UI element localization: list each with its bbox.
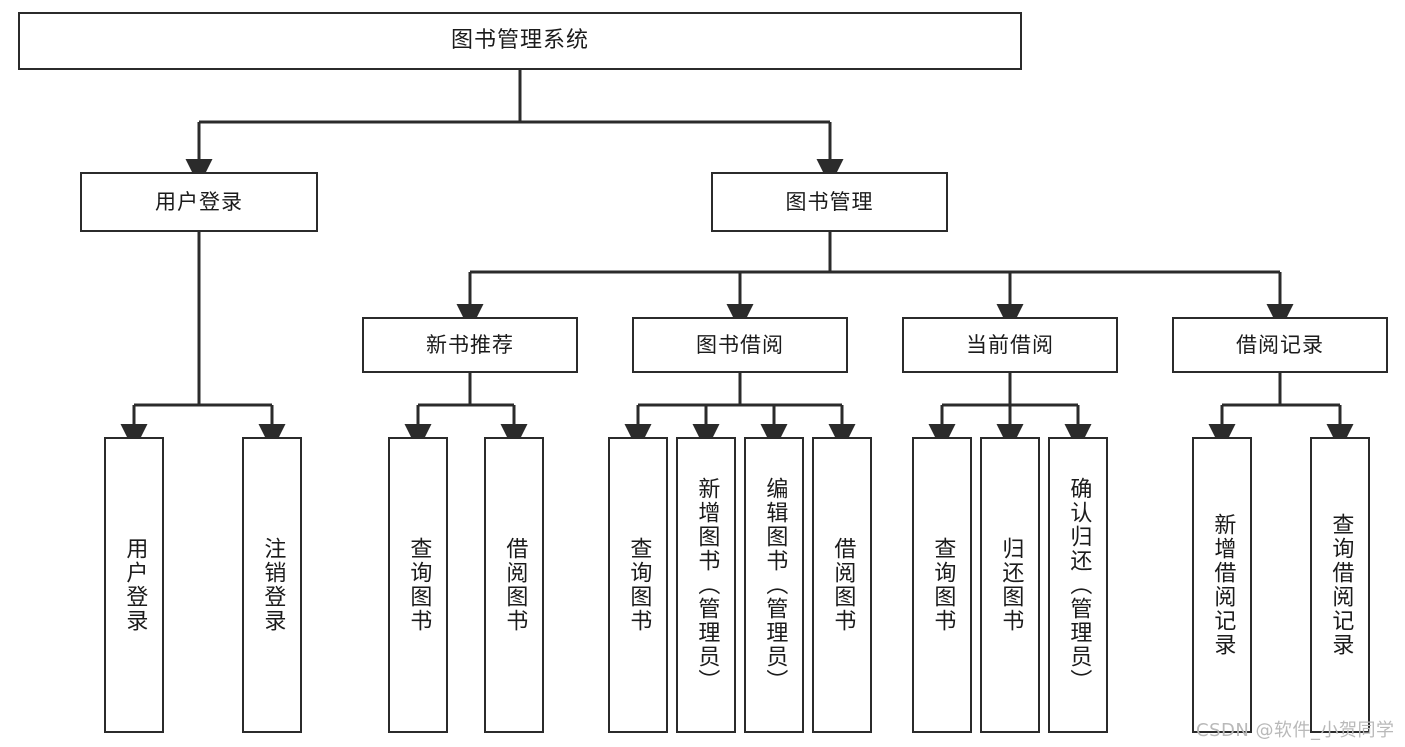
leaf-return-books[interactable]: 归还图书 [980, 437, 1040, 733]
leaf-borrow-books-recommendation[interactable]: 借阅图书 [484, 437, 544, 733]
node-borrowing-records[interactable]: 借阅记录 [1172, 317, 1388, 373]
leaf-query-borrowing-record[interactable]: 查询借阅记录 [1310, 437, 1370, 733]
leaf-user-login[interactable]: 用户登录 [104, 437, 164, 733]
leaf-borrow-books-borrowing[interactable]: 借阅图书 [812, 437, 872, 733]
leaf-query-books-borrowing[interactable]: 查询图书 [608, 437, 668, 733]
leaf-add-borrowing-record[interactable]: 新增借阅记录 [1192, 437, 1252, 733]
leaf-edit-book-admin[interactable]: 编辑图书（管理员） [744, 437, 804, 733]
leaf-logout[interactable]: 注销登录 [242, 437, 302, 733]
csdn-watermark: CSDN @软件_小贺同学 [1196, 720, 1395, 741]
root-node-book-management-system[interactable]: 图书管理系统 [18, 12, 1022, 70]
leaf-confirm-return-admin[interactable]: 确认归还（管理员） [1048, 437, 1108, 733]
node-current-borrowing[interactable]: 当前借阅 [902, 317, 1118, 373]
node-book-borrowing[interactable]: 图书借阅 [632, 317, 848, 373]
leaf-query-books-current[interactable]: 查询图书 [912, 437, 972, 733]
leaf-query-books-recommendation[interactable]: 查询图书 [388, 437, 448, 733]
node-book-management[interactable]: 图书管理 [711, 172, 948, 232]
node-new-book-recommendation[interactable]: 新书推荐 [362, 317, 578, 373]
node-user-login[interactable]: 用户登录 [80, 172, 318, 232]
leaf-add-book-admin[interactable]: 新增图书（管理员） [676, 437, 736, 733]
